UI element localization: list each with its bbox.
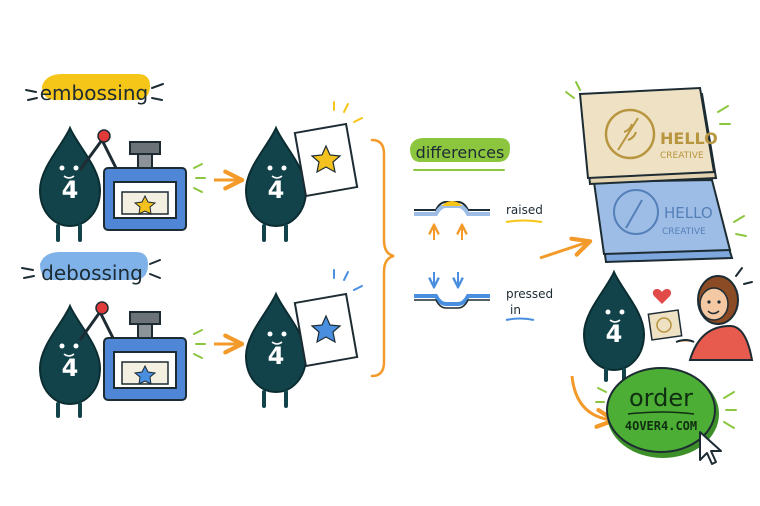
- svg-text:4: 4: [268, 176, 285, 204]
- differences-label: differences: [410, 138, 510, 171]
- svg-text:4: 4: [606, 320, 623, 348]
- card-cream-line2: CREATIVE: [660, 151, 704, 161]
- cursor-icon: [699, 431, 722, 465]
- press-lever: [78, 301, 116, 341]
- mascot-droplet-icon: 4: [39, 127, 101, 242]
- svg-text:4: 4: [62, 354, 79, 382]
- card-blue-line2: CREATIVE: [662, 227, 706, 237]
- svg-text:4: 4: [268, 342, 285, 370]
- star-card-icon: [293, 101, 363, 198]
- heart-icon: [652, 289, 672, 304]
- mascot-droplet-icon: 4: [583, 271, 645, 382]
- raised-text: raised: [506, 203, 543, 217]
- mascot-droplet-icon: 4: [39, 305, 101, 418]
- star-card-icon: [293, 269, 363, 368]
- raised-profile-icon: [414, 201, 490, 240]
- differences-text: differences: [416, 143, 505, 162]
- customer-person: [675, 275, 754, 361]
- order-button[interactable]: order 4OVER4.COM: [606, 367, 719, 458]
- flow-arrow: [539, 242, 588, 260]
- pressed-profile-icon: [414, 272, 490, 309]
- debossing-label: debossing: [21, 252, 161, 285]
- grouping-brace: [370, 138, 395, 378]
- press-machine-icon: [103, 311, 187, 401]
- business-card-icon: HELLO CREATIVE: [592, 178, 734, 264]
- website-text: 4OVER4.COM: [625, 419, 697, 433]
- mascot-droplet-icon: 4: [245, 293, 307, 408]
- business-card-icon: HELLO CREATIVE: [578, 86, 718, 186]
- embossing-label: embossing: [25, 74, 164, 105]
- card-blue-line1: HELLO: [664, 204, 713, 222]
- order-text: order: [629, 384, 693, 412]
- flow-arrow: [570, 375, 612, 420]
- in-text: in: [510, 303, 521, 317]
- debossing-text: debossing: [41, 261, 143, 285]
- mascot-number: 4: [62, 176, 79, 204]
- held-card-icon: [647, 309, 683, 341]
- press-machine-icon: [103, 141, 187, 231]
- press-lever: [78, 129, 118, 171]
- mascot-droplet-icon: 4: [245, 127, 307, 242]
- pressed-text: pressed: [506, 287, 553, 301]
- embossing-text: embossing: [40, 81, 149, 105]
- card-cream-line1: HELLO: [660, 129, 718, 148]
